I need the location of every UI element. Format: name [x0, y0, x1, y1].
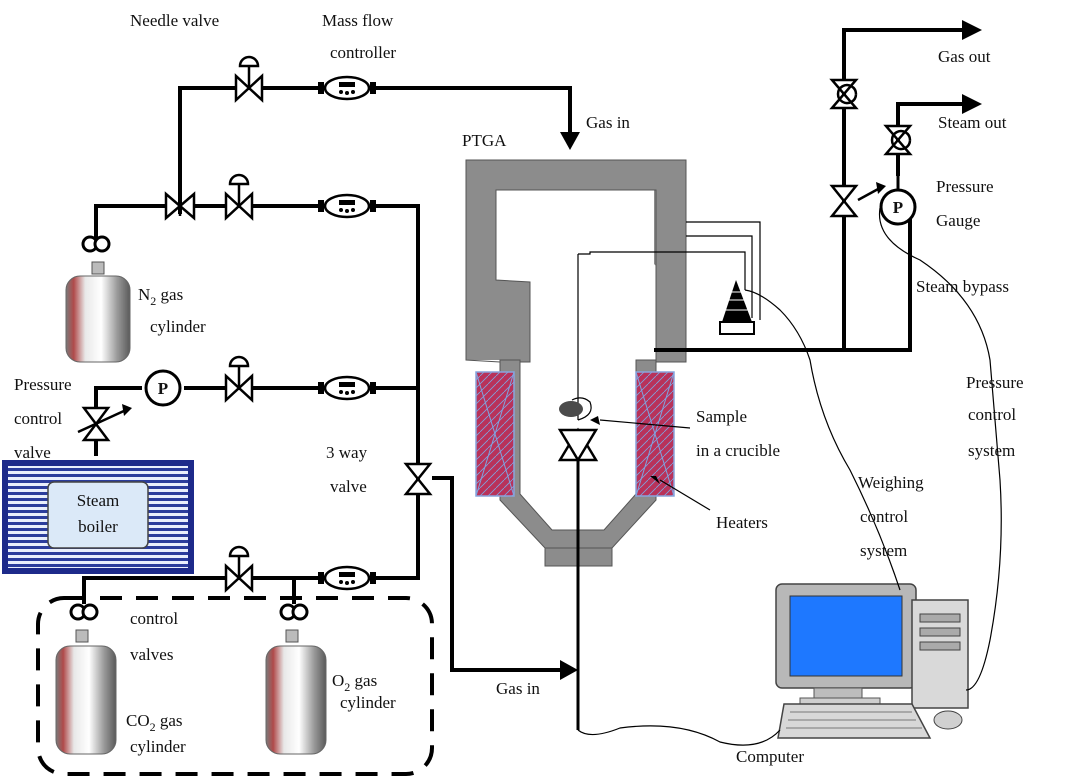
gauge-letter: P [158, 379, 168, 398]
steam-boiler [2, 460, 194, 574]
label-pcs-1: Pressure [966, 373, 1024, 392]
label-pcv-2: control [14, 409, 62, 428]
needle-valve-icon [234, 55, 264, 103]
crucible-sample [559, 401, 583, 417]
label-mass-flow-2: controller [330, 43, 396, 62]
label-control-valves-1: control [130, 609, 178, 628]
balance-assembly [557, 251, 746, 730]
label-wcs-1: Weighing [858, 473, 924, 492]
label-ptga: PTGA [462, 131, 507, 150]
label-steam-out: Steam out [938, 113, 1007, 132]
annotation-arrows [590, 416, 711, 511]
control-valves-box [36, 596, 434, 776]
label-gas-out: Gas out [938, 47, 991, 66]
label-o2-cylinder-2: cylinder [340, 693, 396, 712]
label-pressure-gauge-2: Gauge [936, 211, 980, 230]
mass-flow-controller-icon [318, 375, 376, 401]
label-pressure-gauge-1: Pressure [936, 177, 994, 196]
label-wcs-3: system [860, 541, 907, 560]
label-mass-flow-1: Mass flow [322, 11, 394, 30]
needle-valve-icon [224, 173, 254, 221]
label-computer: Computer [736, 747, 804, 766]
label-co2-cylinder-1: CO2 gas [126, 711, 183, 734]
mass-flow-controller-icon [318, 565, 376, 591]
computer-icon [775, 583, 969, 739]
label-three-way-1: 3 way [326, 443, 368, 462]
mass-flow-controller-icon [318, 193, 376, 219]
label-gas-in-bottom: Gas in [496, 679, 540, 698]
piping [82, 20, 982, 680]
weighing-head [686, 221, 761, 335]
needle-valve-icon [224, 545, 254, 593]
steam-bypass-valve-icon [829, 182, 886, 218]
label-heaters: Heaters [716, 513, 768, 532]
gas-cylinder-icon [65, 235, 131, 363]
gas-cylinder-icon [265, 603, 327, 755]
label-needle-valve: Needle valve [130, 11, 219, 30]
signal-cable [577, 725, 781, 746]
label-steam-bypass: Steam bypass [916, 277, 1009, 296]
label-gas-in-top: Gas in [586, 113, 630, 132]
label-three-way-2: valve [330, 477, 367, 496]
label-sample-1: Sample [696, 407, 747, 426]
signal-cable [744, 289, 901, 591]
pressure-gauge-icon: P [144, 369, 182, 407]
three-way-valve-icon [403, 462, 433, 496]
label-co2-cylinder-2: cylinder [130, 737, 186, 756]
three-way-junction-valve-icon [164, 191, 196, 221]
label-sample-2: in a crucible [696, 441, 780, 460]
label-o2-cylinder-1: O2 gas [332, 671, 377, 694]
label-n2-cylinder-1: N2 gas [138, 285, 183, 308]
label-pcs-3: system [968, 441, 1015, 460]
gas-cylinder-icon [55, 603, 117, 755]
steam-out-valve-icon [883, 124, 913, 156]
label-control-valves-2: valves [130, 645, 173, 664]
label-steam-boiler-2: boiler [78, 517, 118, 536]
gas-out-valve-icon [829, 78, 859, 110]
mass-flow-controller-icon [318, 75, 376, 101]
label-pcv-3: valve [14, 443, 51, 462]
label-wcs-2: control [860, 507, 908, 526]
ptga-reactor [465, 159, 687, 567]
label-pcv-1: Pressure [14, 375, 72, 394]
pressure-gauge-icon: P [879, 174, 917, 226]
gauge-letter: P [893, 198, 903, 217]
label-pcs-2: control [968, 405, 1016, 424]
needle-valve-icon [224, 355, 254, 403]
pressure-control-valve-icon [77, 404, 132, 442]
label-n2-cylinder-2: cylinder [150, 317, 206, 336]
signal-cable [878, 207, 1002, 691]
labels: Needle valve Mass flow controller Gas in… [14, 11, 1024, 766]
label-steam-boiler-1: Steam [77, 491, 120, 510]
